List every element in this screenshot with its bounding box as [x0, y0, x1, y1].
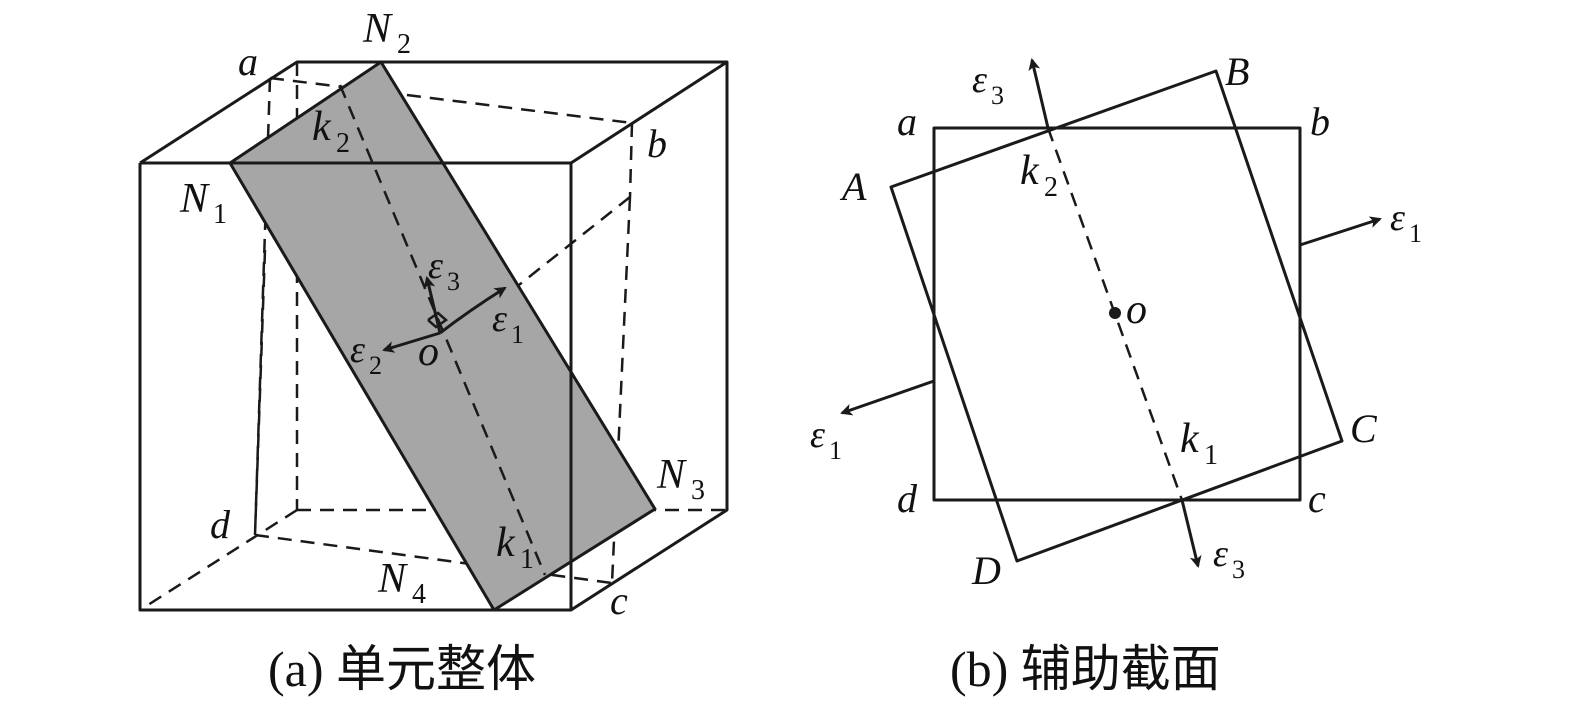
- right-angle-marker: [427, 311, 449, 329]
- label-e1-right-sub: 1: [1409, 219, 1422, 248]
- label-N1: N: [179, 176, 210, 222]
- epsilon3-top-arrow: [1028, 58, 1050, 129]
- label-e1-sub-panel-a: 1: [511, 320, 524, 349]
- label-N1-sub: 1: [213, 199, 227, 230]
- center-point-o: [1109, 307, 1121, 319]
- label-B: B: [1225, 49, 1249, 94]
- inner-box-diagonal: [499, 196, 631, 301]
- label-A: A: [839, 164, 867, 209]
- label-b-panel-a: b: [647, 121, 667, 166]
- label-k2-sub-panel-a: 2: [336, 128, 350, 159]
- label-N4-sub: 4: [412, 579, 426, 610]
- epsilon1-left-arrow: [840, 379, 935, 416]
- label-b-panel-b: b: [1310, 99, 1330, 144]
- epsilon3-arrow: [423, 276, 442, 334]
- label-c-panel-b: c: [1308, 476, 1326, 521]
- label-o-panel-a: o: [418, 329, 439, 375]
- label-k2-panel-b: k: [1020, 148, 1040, 194]
- label-d-panel-b: d: [897, 476, 918, 521]
- label-k2-panel-a: k: [312, 104, 332, 150]
- cube-right-face: [570, 62, 729, 612]
- caption-panel-b: (b) 辅助截面: [950, 641, 1221, 697]
- label-N3: N: [656, 452, 687, 498]
- label-e1-right: ε: [1390, 197, 1405, 239]
- label-k1-panel-a: k: [496, 520, 516, 566]
- label-c-panel-a: c: [610, 578, 628, 623]
- cube-top-face: [139, 60, 729, 165]
- label-a-panel-b: a: [897, 99, 917, 144]
- inner-box-top-edge: [269, 76, 633, 125]
- label-k1-panel-b: k: [1180, 416, 1200, 462]
- shaded-plane: [228, 60, 657, 612]
- label-e3-top-sub: 3: [991, 81, 1004, 110]
- label-e3-sub-panel-a: 3: [447, 267, 460, 296]
- label-e2-panel-a: ε: [350, 329, 365, 371]
- label-N4: N: [377, 556, 408, 602]
- label-D: D: [971, 548, 1001, 593]
- panel-b: a b c d A B C D k 2 k 1 o ε 3 ε 3 ε 1 ε …: [810, 49, 1422, 697]
- epsilon2-arrow: [382, 331, 441, 353]
- label-e1-panel-a: ε: [492, 298, 507, 340]
- label-e1-left: ε: [810, 414, 825, 456]
- label-k1-sub-panel-a: 1: [520, 544, 534, 575]
- label-a-panel-a: a: [238, 39, 258, 84]
- label-k2-sub-panel-b: 2: [1044, 172, 1058, 203]
- label-o-panel-b: o: [1126, 287, 1147, 333]
- epsilon1-arrow: [439, 286, 507, 335]
- inner-box-right-edge-upper: [628, 122, 634, 198]
- label-d-panel-a: d: [210, 502, 231, 547]
- panel-a: a b c d N 1 N 2 N 3 N 4 k 2 k 1 ε 3 ε 1 …: [138, 6, 729, 697]
- label-e2-sub-panel-a: 2: [369, 351, 382, 380]
- label-N2-sub: 2: [397, 29, 411, 60]
- label-N3-sub: 3: [691, 475, 705, 506]
- label-e1-left-sub: 1: [829, 436, 842, 465]
- label-e3-bottom-sub: 3: [1232, 555, 1245, 584]
- label-N2: N: [362, 6, 393, 52]
- label-C: C: [1350, 406, 1378, 451]
- epsilon3-bottom-arrow: [1180, 499, 1202, 568]
- label-e3-top: ε: [972, 59, 987, 101]
- label-k1-sub-panel-b: 1: [1204, 440, 1218, 471]
- label-e3-bottom: ε: [1213, 533, 1228, 575]
- rotated-square-ABCD: [889, 69, 1344, 563]
- caption-panel-a: (a) 单元整体: [268, 641, 536, 697]
- inner-box-left-edge-overlay: [253, 249, 267, 536]
- epsilon1-right-arrow: [1299, 216, 1382, 247]
- label-e3-panel-a: ε: [428, 245, 443, 287]
- cube-hidden-edge-bottom-left: [139, 508, 298, 612]
